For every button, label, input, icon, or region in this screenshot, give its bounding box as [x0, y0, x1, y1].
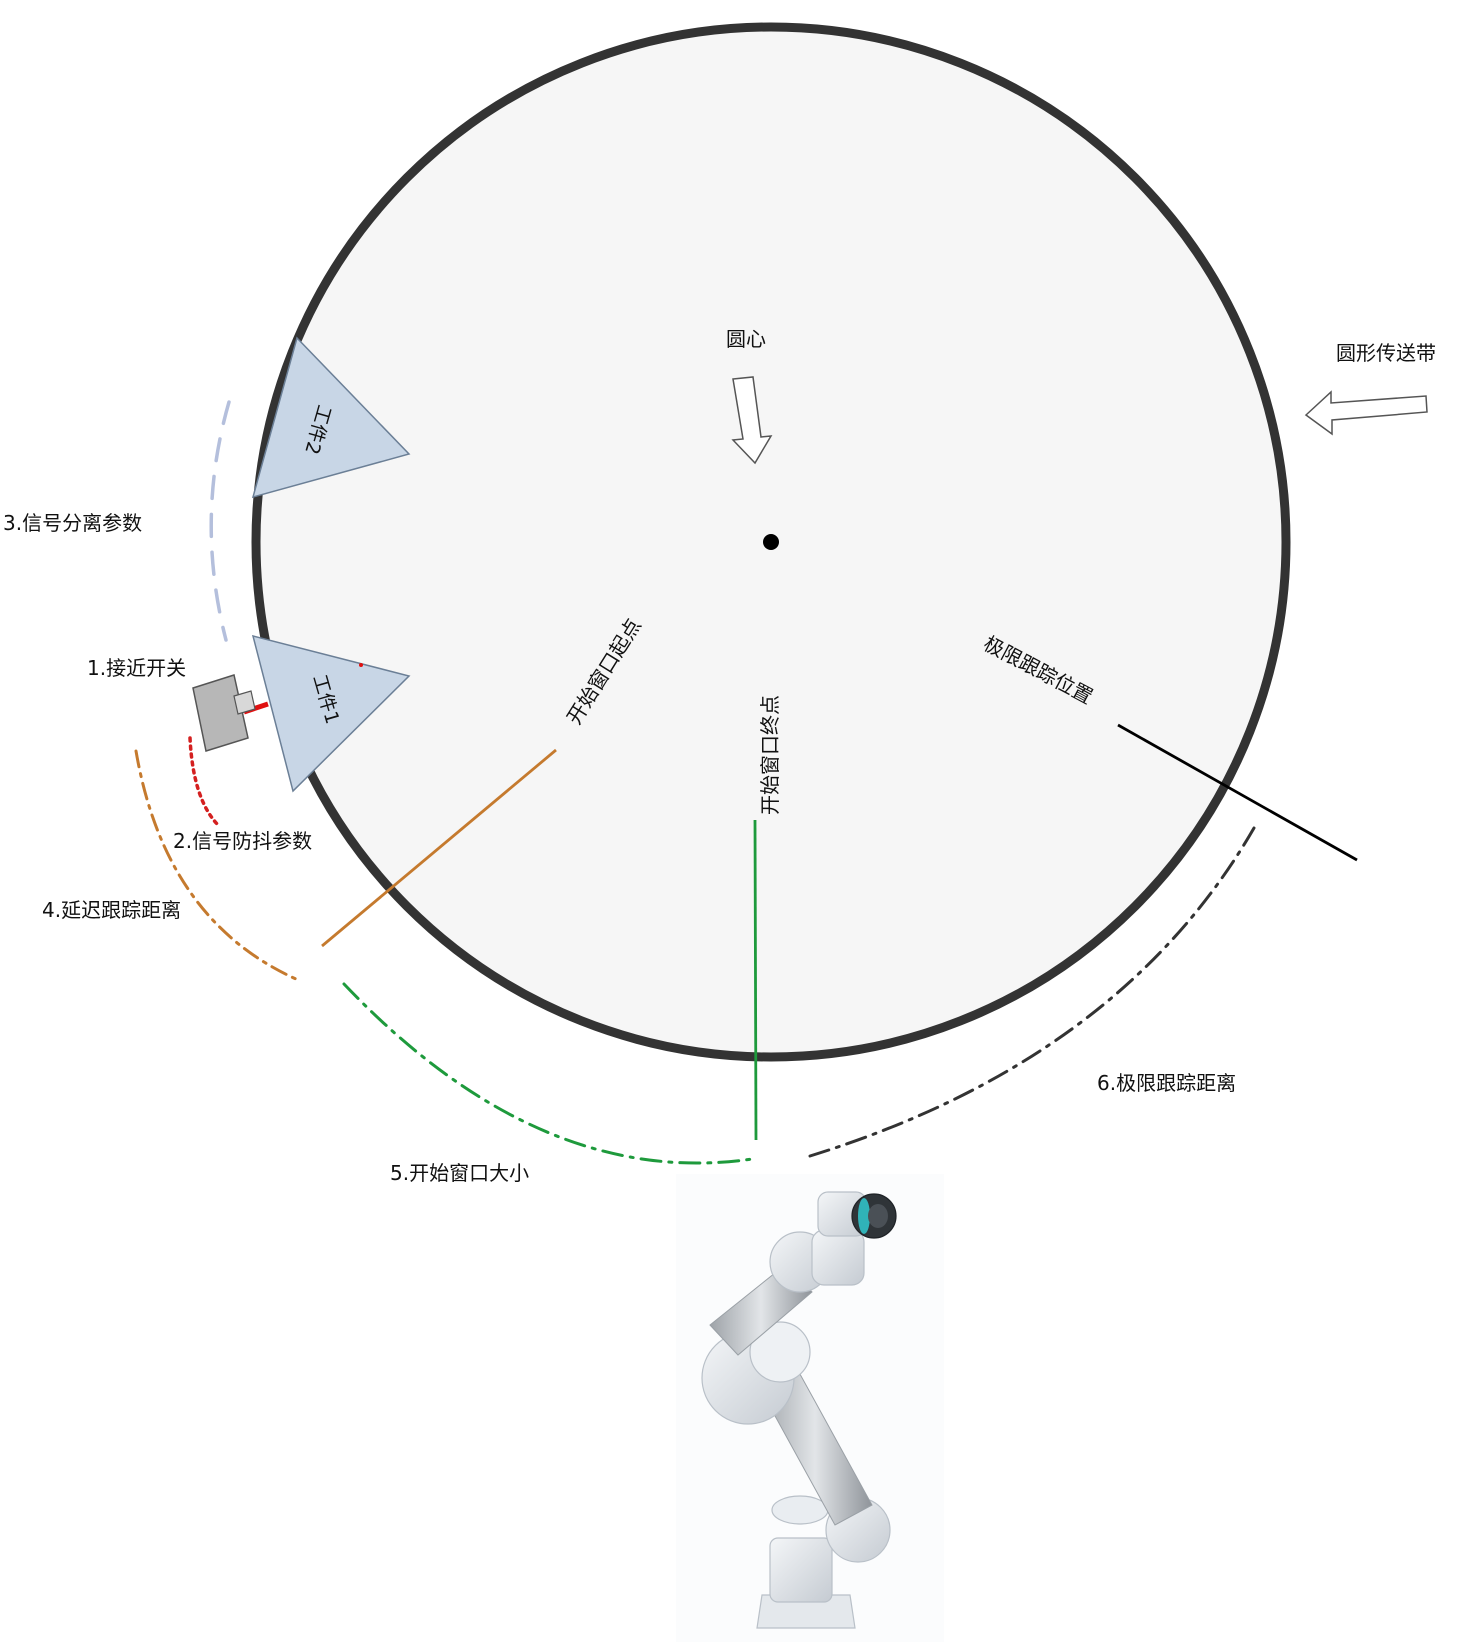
separation-arc — [209, 400, 231, 642]
hollow-arrow-left-icon — [1304, 390, 1428, 436]
workpiece-2 — [251, 336, 411, 499]
debounce-arc — [188, 736, 221, 828]
label-signal-separation: 3.信号分离参数 — [3, 511, 142, 535]
center-label: 圆心 — [726, 327, 766, 351]
limit-tracking-arc — [808, 826, 1256, 1158]
robot-arm-icon — [676, 1174, 944, 1642]
label-start-window-size: 5.开始窗口大小 — [390, 1161, 529, 1185]
center-point — [763, 534, 779, 550]
proximity-switch-icon — [192, 663, 363, 752]
label-delay-tracking: 4.延迟跟踪距离 — [42, 898, 181, 922]
hollow-arrow-down-icon — [731, 376, 773, 465]
conveyor-label: 圆形传送带 — [1336, 341, 1436, 365]
label-proximity-switch: 1.接近开关 — [87, 656, 186, 680]
start-window-arc — [342, 982, 754, 1165]
workpiece-1 — [251, 634, 411, 793]
label-limit-tracking-distance: 6.极限跟踪距离 — [1097, 1071, 1236, 1095]
delay-arc — [134, 749, 298, 981]
window-start-line — [321, 748, 557, 948]
label-signal-debounce: 2.信号防抖参数 — [173, 829, 312, 853]
limit-position-line — [1117, 723, 1358, 862]
window-end-label: 开始窗口终点 — [758, 695, 782, 815]
window-end-line — [753, 819, 758, 1141]
